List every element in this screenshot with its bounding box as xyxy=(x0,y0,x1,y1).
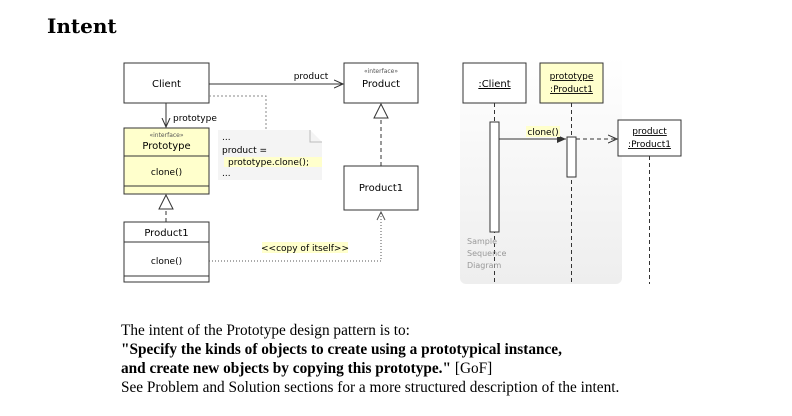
intent-lead: The intent of the Prototype design patte… xyxy=(121,322,410,339)
intent-quote-line-2-text: and create new objects by copying this p… xyxy=(121,360,452,377)
svg-text:Diagram: Diagram xyxy=(467,261,502,270)
copy-dependency-line xyxy=(209,212,382,262)
product-stereotype: «interface» xyxy=(364,68,398,75)
sequence-prototype-label-1: prototype xyxy=(550,72,594,82)
gof-citation: [GoF] xyxy=(454,360,493,377)
svg-text:Sample: Sample xyxy=(467,237,497,246)
sequence-product-label-1: product xyxy=(632,127,667,137)
concrete-prototype-class: Product1 clone() xyxy=(123,221,210,283)
product1-class: Product1 xyxy=(343,165,419,211)
clone-code-note: ... product = prototype.clone(); ... xyxy=(218,130,322,180)
intent-see-also: See Problem and Solution sections for a … xyxy=(121,379,620,396)
sequence-product-lifeline: product :Product1 xyxy=(617,119,682,284)
note-anchor-line xyxy=(209,95,267,130)
sample-sequence-watermark: Sample Sequence Diagram xyxy=(467,237,507,270)
sequence-prototype-label-2: :Product1 xyxy=(550,85,593,95)
note-line-2: product = xyxy=(222,146,267,156)
product1-class-name: Product1 xyxy=(359,183,403,194)
product-role-label: product xyxy=(294,72,329,82)
sequence-client-lifeline: :Client xyxy=(462,62,527,284)
note-line-1: ... xyxy=(222,133,231,143)
prototype-clone-operation: clone() xyxy=(151,168,182,178)
sequence-diagram-background xyxy=(460,56,622,284)
product1-realization-arrow xyxy=(373,102,389,119)
sequence-product-label-2: :Product1 xyxy=(628,140,671,150)
prototype-pattern-diagram: Client «interface» Product product proto… xyxy=(123,56,682,284)
intent-quote-line-1: "Specify the kinds of objects to create … xyxy=(121,341,562,358)
svg-text:Sequence: Sequence xyxy=(467,249,507,258)
prototype-role-label: prototype xyxy=(173,114,217,124)
concrete-prototype-realization-arrow xyxy=(158,193,174,210)
prototype-interface: «interface» Prototype clone() xyxy=(123,127,210,195)
sequence-clone-message-label: clone() xyxy=(527,128,558,138)
prototype-stereotype: «interface» xyxy=(149,132,183,139)
sequence-prototype-lifeline: prototype :Product1 xyxy=(539,62,604,284)
intent-description: The intent of the Prototype design patte… xyxy=(121,321,771,397)
copy-of-itself-label: <<copy of itself>> xyxy=(261,244,349,254)
client-class-name: Client xyxy=(152,79,181,90)
intent-quote-line-2: and create new objects by copying this p… xyxy=(121,359,771,378)
concrete-prototype-name: Product1 xyxy=(144,228,188,239)
product-interface-name: Product xyxy=(362,79,400,90)
sequence-client-label: :Client xyxy=(478,79,510,90)
note-line-3: prototype.clone(); xyxy=(228,158,309,168)
client-class: Client xyxy=(123,62,210,104)
concrete-prototype-clone-operation: clone() xyxy=(151,257,182,267)
section-heading: Intent xyxy=(47,14,117,38)
prototype-interface-name: Prototype xyxy=(142,141,190,152)
product-interface: «interface» Product xyxy=(343,62,419,104)
note-line-4: ... xyxy=(222,169,231,179)
